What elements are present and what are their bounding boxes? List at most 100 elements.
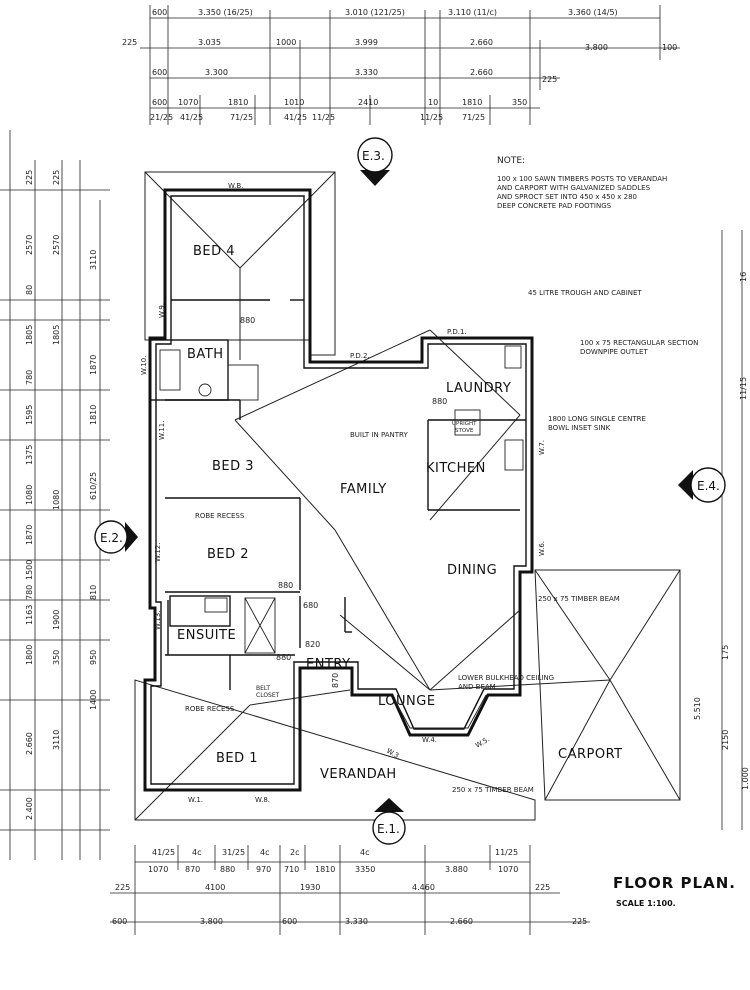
bottom-dim-r2-5: 1810	[315, 865, 335, 874]
bottom-dim-r1-0: 41/25	[152, 848, 175, 857]
interior-walls	[149, 299, 526, 729]
note-beam-verandah: 250 x 75 TIMBER BEAM	[452, 786, 534, 794]
top-dim-r4-7: 350	[512, 98, 527, 107]
top-dim-r2-5: 3.800	[585, 43, 608, 52]
left-dim-a-12: 1800	[25, 645, 34, 665]
top-dimension-strings: 600 3.350 (16/25) 3.010 (121/25) 3.110 (…	[122, 5, 680, 125]
win-w5: W.5.	[474, 735, 491, 749]
room-carport: CARPORT	[558, 747, 623, 762]
left-dim-a-8: 1870	[25, 525, 34, 545]
top-dim-r4-3: 1010	[284, 98, 304, 107]
note-downpipe-2: DOWNPIPE OUTLET	[580, 348, 648, 356]
left-dim-a-4: 780	[25, 370, 34, 385]
left-dim-b-5: 350	[52, 650, 61, 665]
left-dim-a-1: 2570	[25, 235, 34, 255]
note-trough: 45 LITRE TROUGH AND CABINET	[528, 289, 642, 297]
left-dim-c-6: 1400	[89, 690, 98, 710]
dim-880c: 880	[278, 581, 293, 590]
note-bulkhead-2: AND BEAM	[458, 683, 496, 691]
note-sink-1: 1800 LONG SINGLE CENTRE	[548, 415, 646, 423]
bottom-dim-r4-1: 3.800	[200, 917, 223, 926]
bottom-dim-r2-6: 3350	[355, 865, 375, 874]
bottom-dim-r4-4: 2.660	[450, 917, 473, 926]
left-dim-a-6: 1375	[25, 445, 34, 465]
room-bed4: BED 4	[193, 244, 235, 259]
left-dim-c-4: 810	[89, 585, 98, 600]
left-dim-a-9: 1500	[25, 560, 34, 580]
right-dim-0: 16	[739, 272, 748, 282]
bottom-dim-r4-5: 225	[572, 917, 587, 926]
bottom-dim-r1-4: 2c	[290, 848, 300, 857]
top-dim-r5-5: 71/25	[462, 113, 485, 122]
top-dim-r4-0: 600	[152, 98, 167, 107]
exterior-walls	[143, 188, 534, 792]
top-dim-r1-1: 3.350 (16/25)	[198, 8, 253, 17]
top-dim-r4-2: 1810	[228, 98, 248, 107]
right-dim-2: 5.510	[693, 697, 702, 720]
bottom-dim-r2-0: 1070	[148, 865, 168, 874]
note-robe-1: ROBE RECESS	[185, 705, 235, 713]
bottom-dim-r3-3: 4.460	[412, 883, 435, 892]
top-dim-r5-2: 71/25	[230, 113, 253, 122]
win-w8: W.8.	[255, 796, 270, 804]
note-beam-carport: 250 x 75 TIMBER BEAM	[538, 595, 620, 603]
dim-680: 680	[303, 601, 318, 610]
elevation-marker-e3: E.3.	[357, 137, 393, 186]
left-dim-b-3: 1080	[52, 490, 61, 510]
note-belt: BELT	[256, 685, 270, 692]
top-dim-r3-1: 3.300	[205, 68, 228, 77]
win-w10: W.10.	[140, 356, 148, 375]
room-verandah: VERANDAH	[320, 767, 397, 782]
room-bath: BATH	[187, 347, 224, 362]
room-family: FAMILY	[340, 482, 387, 497]
left-dim-c-2: 1810	[89, 405, 98, 425]
plan-scale: SCALE 1:100.	[616, 899, 676, 908]
left-dimension-strings: 225 2570 80 1805 780 1595 1375 1080 1870…	[0, 130, 110, 860]
win-pd2: P.D.2.	[350, 352, 370, 360]
top-dim-r5-4: 11/25	[312, 113, 335, 122]
elevation-marker-e4: E.4.	[678, 467, 726, 503]
note-pantry: BUILT IN PANTRY	[350, 431, 408, 439]
bottom-dim-r2-3: 970	[256, 865, 271, 874]
top-dim-r5-6: 11/25	[420, 113, 443, 122]
room-dining: DINING	[447, 563, 497, 578]
room-entry: ENTRY	[306, 657, 351, 672]
dim-880b: 880	[432, 397, 447, 406]
dim-880a: 880	[240, 316, 255, 325]
elevation-marker-e1: E.1.	[372, 798, 406, 845]
bottom-dim-r1-6: 11/25	[495, 848, 518, 857]
bottom-dim-r3-0: 225	[115, 883, 130, 892]
left-dim-c-3: 1870	[89, 355, 98, 375]
note-line2: AND CARPORT WITH GALVANIZED SADDLES	[497, 184, 651, 192]
right-dim-1: 11/15	[739, 377, 748, 400]
left-dim-a-13: 2.660	[25, 732, 34, 755]
bottom-dim-r3-2: 1930	[300, 883, 320, 892]
top-dim-r4-1: 1070	[178, 98, 198, 107]
elevation-e1-label: E.1.	[377, 822, 400, 836]
title-block: FLOOR PLAN. SCALE 1:100.	[613, 874, 735, 908]
bottom-dim-r1-2: 31/25	[222, 848, 245, 857]
dim-880d: 880	[276, 653, 291, 662]
right-dim-5: 1.000	[741, 767, 750, 790]
note-line1: 100 x 100 SAWN TIMBERS POSTS TO VERANDAH	[497, 175, 667, 183]
top-dim-r2-2: 1000	[276, 38, 296, 47]
top-dim-r5-0: 21/25	[150, 113, 173, 122]
left-dim-a-2: 80	[25, 285, 34, 295]
left-dim-c-5: 950	[89, 650, 98, 665]
top-dim-r5-1: 41/25	[180, 113, 203, 122]
top-dim-r3-4: 225	[542, 75, 557, 84]
room-laundry: LAUNDRY	[446, 381, 511, 396]
bottom-dim-r2-8: 1070	[498, 865, 518, 874]
note-bulkhead-1: LOWER BULKHEAD CEILING	[458, 674, 554, 682]
elevation-marker-e2: E.2.	[94, 520, 138, 554]
left-dim-b-1: 2570	[52, 235, 61, 255]
note-sink-2: BOWL INSET SINK	[548, 424, 611, 432]
left-dim-a-3: 1805	[25, 325, 34, 345]
bottom-dim-r4-3: 3.330	[345, 917, 368, 926]
bottom-dim-r1-5: 4c	[360, 848, 370, 857]
elevation-e2-label: E.2.	[100, 531, 123, 545]
right-dim-4: 2150	[721, 730, 730, 750]
note-line4: DEEP CONCRETE PAD FOOTINGS	[497, 202, 612, 210]
left-dim-a-5: 1595	[25, 405, 34, 425]
